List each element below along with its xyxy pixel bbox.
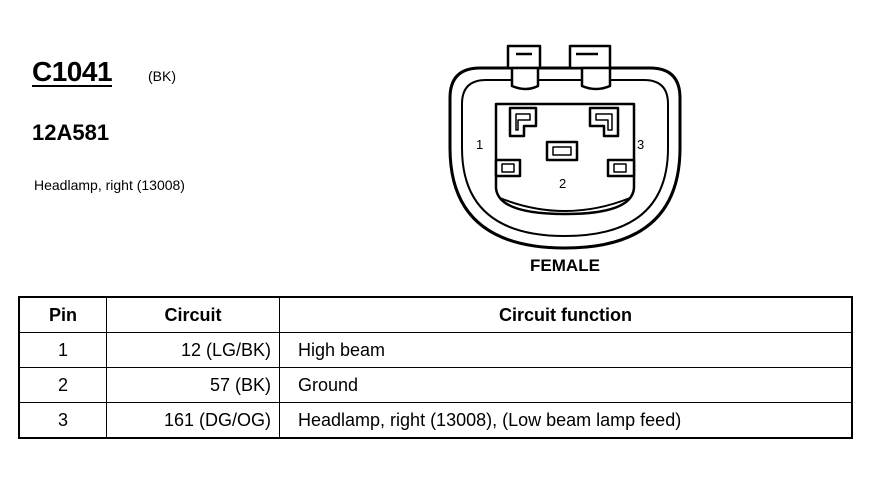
table-header-row: Pin Circuit Circuit function — [18, 296, 853, 333]
cell-pin: 1 — [18, 332, 107, 368]
cell-function: High beam — [279, 332, 853, 368]
cell-circuit: 57 (BK) — [106, 367, 280, 403]
column-header-circuit: Circuit — [106, 296, 280, 333]
table-row: 2 57 (BK) Ground — [18, 367, 853, 403]
cell-circuit: 12 (LG/BK) — [106, 332, 280, 368]
cell-function: Headlamp, right (13008), (Low beam lamp … — [279, 402, 853, 439]
cell-pin: 3 — [18, 402, 107, 439]
pin-label-1: 1 — [476, 137, 483, 152]
cell-circuit: 161 (DG/OG) — [106, 402, 280, 439]
cell-pin: 2 — [18, 367, 107, 403]
table-row: 3 161 (DG/OG) Headlamp, right (13008), (… — [18, 402, 853, 439]
cell-function: Ground — [279, 367, 853, 403]
pin-label-3: 3 — [637, 137, 644, 152]
connector-gender: FEMALE — [530, 256, 600, 275]
latch-right — [568, 44, 612, 91]
pin-label-2: 2 — [559, 176, 566, 191]
column-header-pin: Pin — [18, 296, 107, 333]
terminal-2 — [545, 140, 579, 162]
connector-color: (BK) — [148, 68, 176, 84]
table-row: 1 12 (LG/BK) High beam — [18, 332, 853, 368]
latch-left — [506, 44, 542, 91]
connector-id: C1041 — [32, 56, 113, 87]
part-number: 12A581 — [32, 120, 110, 145]
connector-description: Headlamp, right (13008) — [34, 177, 185, 193]
connector-shell-outer — [448, 66, 682, 250]
connector-shell-inner — [461, 79, 669, 237]
connector-face-diagram: 1 2 3 — [448, 44, 682, 250]
column-header-function: Circuit function — [279, 296, 853, 333]
terminal-1 — [494, 106, 538, 178]
pinout-table: Pin Circuit Circuit function 1 12 (LG/BK… — [18, 296, 853, 439]
terminal-3 — [588, 106, 636, 178]
